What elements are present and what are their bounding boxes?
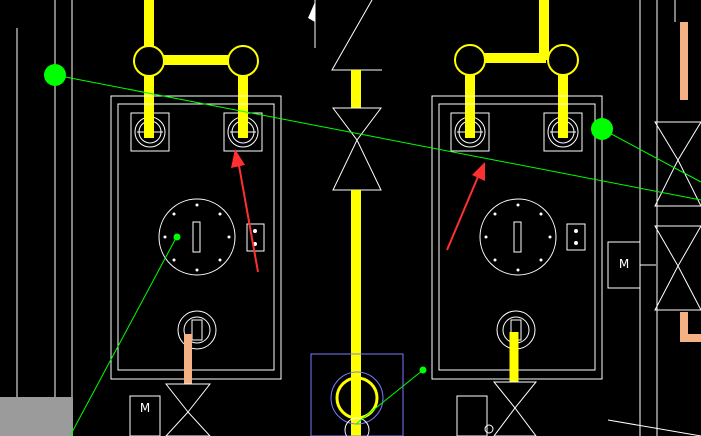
- pipe-joint: [227, 45, 259, 77]
- leader-endpoint: [419, 366, 427, 374]
- pipe-joint: [454, 44, 486, 76]
- level-switch-icon: [566, 223, 586, 251]
- level-switch-icon: [246, 223, 265, 252]
- leader-endpoint: [173, 233, 181, 241]
- gate-valve-icon: [492, 381, 538, 436]
- flange-connector-icon: [177, 310, 217, 350]
- red-arrow-left-unit: [231, 149, 259, 273]
- right-unit: [431, 0, 603, 436]
- red-arrow-right-unit: [446, 162, 485, 251]
- gate-valve-icon: [654, 225, 701, 311]
- manhole-cover-symbol: [479, 198, 557, 276]
- direction-flag: [308, 2, 315, 22]
- motor-box: [456, 395, 488, 436]
- leader-lines: [54, 74, 701, 436]
- svg-text:M: M: [619, 257, 629, 271]
- right-unit-pipes: [465, 0, 568, 138]
- motor-box: M: [607, 241, 656, 289]
- far-right-equipment: M: [607, 22, 701, 436]
- motor-box: M: [129, 395, 161, 436]
- leader-endpoint: [44, 64, 66, 86]
- pump-symbol: [344, 417, 370, 436]
- gate-valve-icon: [654, 121, 701, 207]
- svg-text:M: M: [140, 401, 150, 415]
- left-unit-frame-outer: [110, 95, 282, 380]
- pump-frame: [310, 353, 404, 436]
- fitting-icon: [484, 424, 494, 434]
- pipe-joint: [547, 44, 579, 76]
- pipe-joint: [133, 45, 165, 77]
- leader-endpoint: [591, 118, 613, 140]
- manhole-cover-symbol: [158, 198, 236, 276]
- gate-valve-icon: [164, 383, 212, 436]
- pump-symbol: [330, 371, 384, 425]
- center-riser: [308, 0, 404, 436]
- left-unit: M: [110, 0, 282, 436]
- tank-outline: [314, 0, 382, 71]
- left-unit-frame-inner: [117, 103, 275, 371]
- gray-block: [0, 397, 73, 436]
